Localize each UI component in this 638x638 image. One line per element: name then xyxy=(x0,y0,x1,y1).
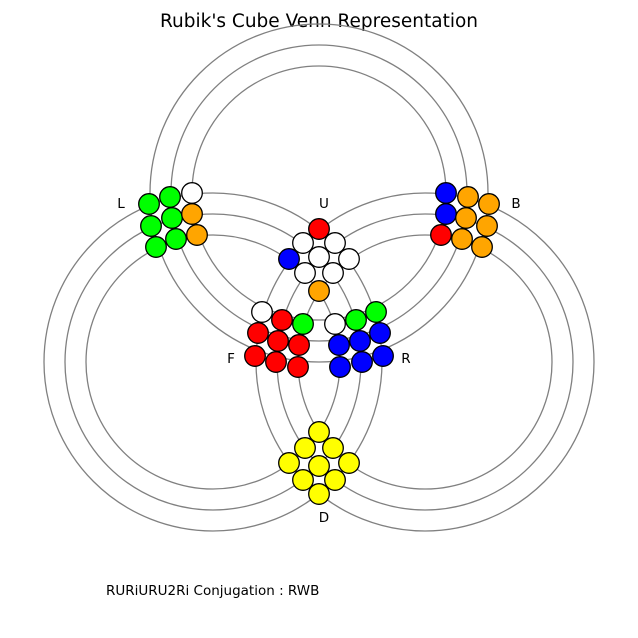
sticker-f-4 xyxy=(247,322,269,344)
sticker-r-1 xyxy=(324,313,346,335)
sticker-l-4 xyxy=(140,215,162,237)
sticker-d-2 xyxy=(294,437,316,459)
sticker-u-4 xyxy=(278,248,300,270)
sticker-b-7 xyxy=(430,224,452,246)
sticker-l-9 xyxy=(186,224,208,246)
sticker-b-6 xyxy=(476,215,498,237)
sticker-f-2 xyxy=(271,309,293,331)
sticker-r-3 xyxy=(365,301,387,323)
sticker-r-6 xyxy=(369,322,391,344)
sticker-l-1 xyxy=(138,193,160,215)
sticker-d-5 xyxy=(308,455,330,477)
sticker-b-3 xyxy=(478,193,500,215)
venn-ring xyxy=(149,23,489,363)
sticker-u-7 xyxy=(294,262,316,284)
sticker-b-2 xyxy=(457,186,479,208)
diagram-title: Rubik's Cube Venn Representation xyxy=(159,11,479,32)
sticker-b-1 xyxy=(435,182,457,204)
stickers xyxy=(138,182,500,505)
sticker-r-7 xyxy=(329,356,351,378)
sticker-f-7 xyxy=(244,345,266,367)
sticker-d-4 xyxy=(278,452,300,474)
sticker-r-9 xyxy=(372,345,394,367)
sticker-d-9 xyxy=(308,483,330,505)
sticker-b-8 xyxy=(451,228,473,250)
sticker-f-5 xyxy=(267,330,289,352)
sticker-l-5 xyxy=(161,207,183,229)
sticker-d-6 xyxy=(338,452,360,474)
face-label-d: D xyxy=(319,510,329,526)
sticker-u-3 xyxy=(324,232,346,254)
sticker-l-8 xyxy=(165,228,187,250)
sticker-r-2 xyxy=(345,309,367,331)
face-labels: U L B F R D xyxy=(117,196,520,526)
sticker-f-9 xyxy=(287,356,309,378)
sticker-r-4 xyxy=(328,334,350,356)
face-label-u: U xyxy=(319,196,329,212)
venn-rings xyxy=(43,23,595,532)
face-label-r: R xyxy=(401,351,410,367)
sticker-b-5 xyxy=(455,207,477,229)
sticker-r-8 xyxy=(351,351,373,373)
sticker-f-6 xyxy=(288,334,310,356)
sticker-u-8 xyxy=(322,262,344,284)
sticker-f-3 xyxy=(292,313,314,335)
sticker-b-9 xyxy=(471,236,493,258)
sticker-u-6 xyxy=(338,248,360,270)
sticker-l-2 xyxy=(159,186,181,208)
sticker-l-7 xyxy=(145,236,167,258)
sticker-u-2 xyxy=(292,232,314,254)
face-label-l: L xyxy=(117,196,125,212)
sticker-d-3 xyxy=(322,437,344,459)
sticker-u-5 xyxy=(308,246,330,268)
sticker-f-1 xyxy=(251,301,273,323)
sticker-u-1 xyxy=(308,218,330,240)
face-label-b: B xyxy=(511,196,520,212)
sticker-d-8 xyxy=(324,469,346,491)
sticker-f-8 xyxy=(265,351,287,373)
sticker-l-3 xyxy=(181,182,203,204)
sticker-b-4 xyxy=(435,203,457,225)
conjugation-caption: RURiURU2Ri Conjugation : RWB xyxy=(106,583,320,599)
sticker-r-5 xyxy=(349,330,371,352)
sticker-d-7 xyxy=(292,469,314,491)
sticker-u-9 xyxy=(308,280,330,302)
face-label-f: F xyxy=(227,351,235,367)
sticker-d-1 xyxy=(308,421,330,443)
sticker-l-6 xyxy=(181,203,203,225)
